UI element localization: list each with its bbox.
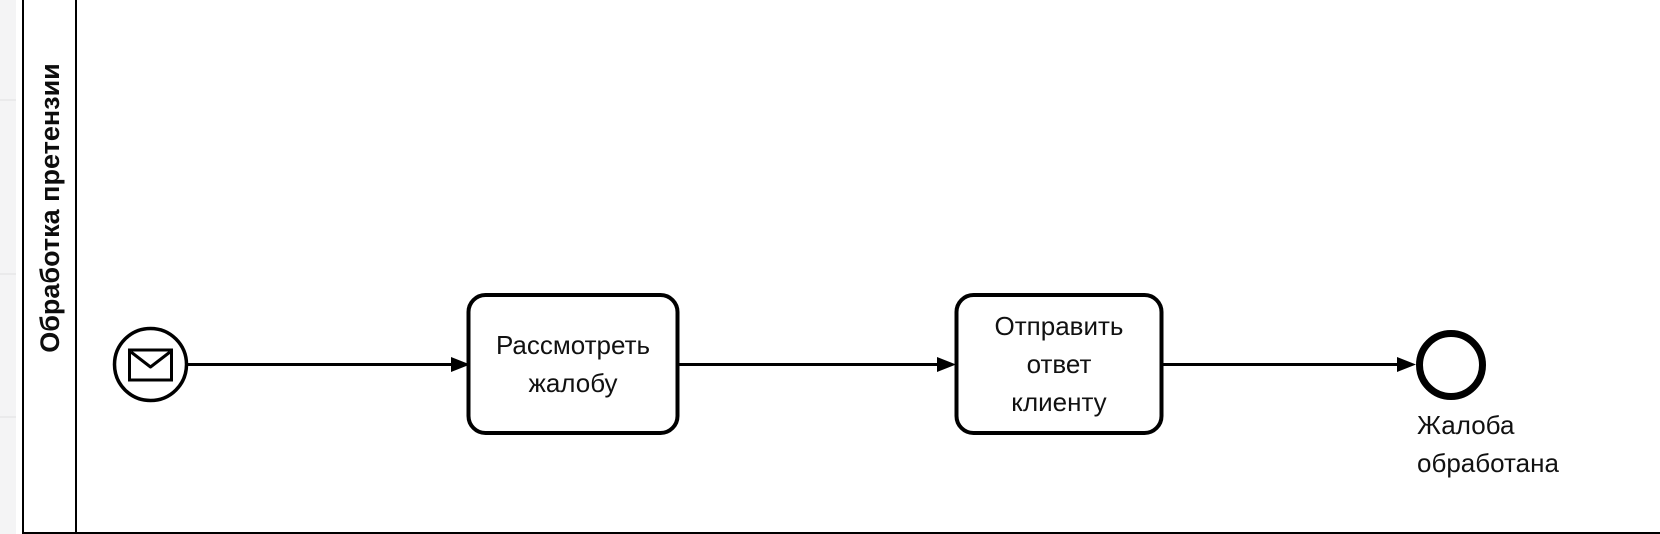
grid-line	[0, 416, 16, 418]
grid-line	[0, 99, 16, 101]
pool-participant[interactable]	[22, 0, 1660, 534]
task-1-shape[interactable]	[466, 293, 680, 435]
sequence-flow-3[interactable]	[1161, 357, 1416, 372]
arrowhead-icon	[451, 357, 470, 372]
end-event-label: Жалоба обработана	[1417, 410, 1559, 478]
canvas-gutter	[0, 0, 16, 534]
end-event-circle[interactable]	[1416, 330, 1486, 400]
start-event-message[interactable]	[112, 326, 189, 403]
task-2-shape[interactable]	[954, 293, 1164, 435]
sequence-flow-2[interactable]	[677, 357, 956, 372]
arrowhead-icon	[1397, 357, 1416, 372]
grid-line	[0, 273, 16, 275]
sequence-flow-1[interactable]	[188, 357, 470, 372]
arrowhead-icon	[937, 357, 956, 372]
pool-header[interactable]	[24, 0, 77, 532]
task-1-label: Рассмотреть жалобу	[495, 330, 651, 398]
envelope-icon	[128, 348, 173, 382]
task-2-label: Отправить ответ клиенту	[994, 311, 1124, 417]
